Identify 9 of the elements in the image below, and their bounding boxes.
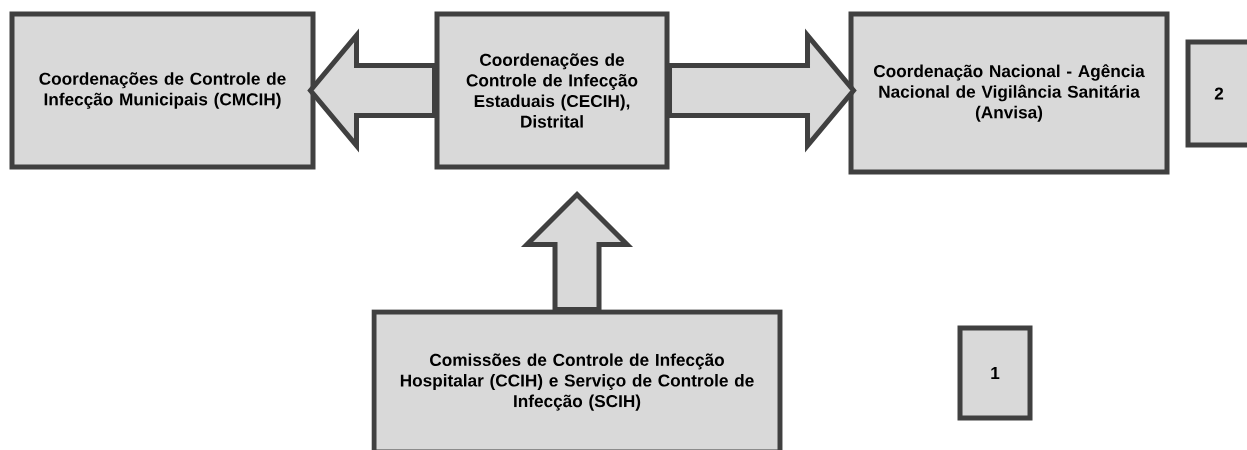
block-arrow: [667, 28, 857, 153]
process-box: Coordenação Nacional - Agência Nacional de Vigilância Sanitária (Anvisa): [848, 11, 1170, 175]
process-box: Coordenações de Controle de Infecção Estaduais (CECIH), Distrital: [434, 11, 670, 170]
number-box: 2: [1185, 39, 1247, 148]
block-arrow: [520, 190, 634, 312]
process-box: Coordenações de Controle de Infecção Municipais (CMCIH): [9, 11, 316, 170]
number-box: 1: [957, 325, 1033, 421]
process-box: Comissões de Controle de Infecção Hospitalar (CCIH) e Serviço de Controle de Infecção (SCIH): [371, 309, 783, 450]
block-arrow: [307, 28, 437, 153]
